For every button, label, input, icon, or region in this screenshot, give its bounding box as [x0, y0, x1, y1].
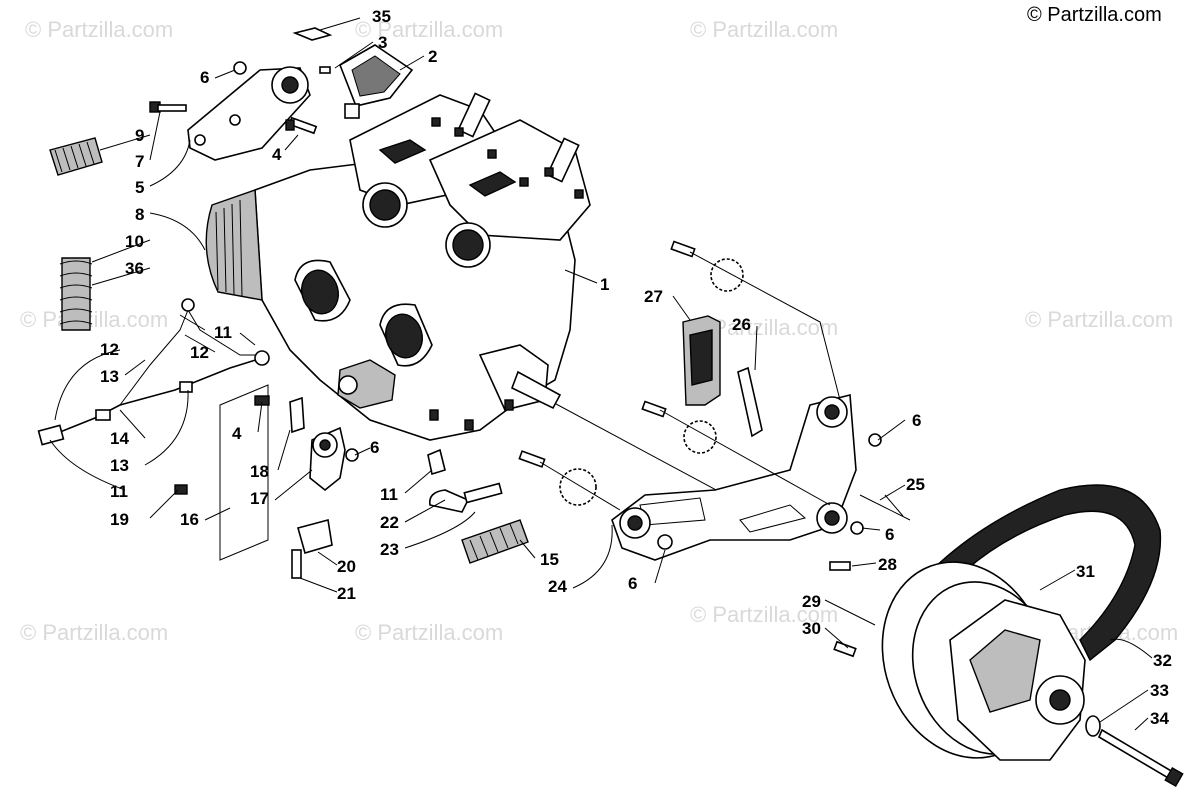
callout-17: 17: [250, 489, 269, 508]
pad-27: [682, 315, 721, 406]
leader-lines: [49, 17, 1153, 731]
watermark: © Partzilla.com: [20, 620, 168, 645]
callout-11: 11: [110, 482, 128, 501]
spring-9: [49, 137, 103, 176]
strap-26: [737, 366, 763, 438]
spring-15: [461, 519, 529, 564]
watermark: © Partzilla.com: [355, 17, 503, 42]
callout-31: 31: [1076, 562, 1095, 581]
callout-13: 13: [110, 456, 129, 475]
callout-28: 28: [878, 555, 897, 574]
bracket-bolts: [518, 240, 857, 658]
bolt-4-top: [285, 116, 318, 135]
callout-11: 11: [380, 485, 398, 504]
callout-32: 32: [1153, 651, 1172, 670]
callout-2: 2: [428, 47, 437, 66]
callout-12: 12: [100, 340, 119, 359]
callout-11: 11: [214, 323, 232, 342]
callout-6: 6: [200, 68, 209, 87]
watermark: © Partzilla.com: [690, 602, 838, 627]
callout-13: 13: [100, 367, 119, 386]
callout-27: 27: [644, 287, 663, 306]
watermark: © Partzilla.com: [690, 17, 838, 42]
lower-left-mount: [174, 384, 359, 579]
callout-16: 16: [180, 510, 199, 529]
item-3: [319, 66, 331, 74]
bracket-22-23: [427, 448, 503, 513]
callout-6: 6: [370, 438, 379, 457]
nut-6-top: [233, 61, 247, 75]
bolt-7: [149, 101, 187, 113]
callout-25: 25: [906, 475, 925, 494]
callout-6: 6: [628, 574, 637, 593]
drive-clutch: [881, 484, 1184, 788]
callout-24: 24: [548, 577, 567, 596]
callout-5: 5: [135, 178, 144, 197]
callout-10: 10: [125, 232, 144, 251]
watermark: © Partzilla.com: [25, 17, 173, 42]
intake-plenum: [339, 44, 414, 119]
watermark: © Partzilla.com: [20, 307, 168, 332]
callout-30: 30: [802, 619, 821, 638]
callout-22: 22: [380, 513, 399, 532]
clip-35: [292, 27, 333, 41]
callout-19: 19: [110, 510, 129, 529]
engine-assembly: [205, 92, 801, 536]
callout-15: 15: [540, 550, 559, 569]
callout-4: 4: [272, 145, 282, 164]
clutch-bracket: [611, 393, 882, 561]
hose-clamps-10-36: [59, 257, 93, 331]
callout-36: 36: [125, 259, 144, 278]
callout-12: 12: [190, 343, 209, 362]
callout-18: 18: [250, 462, 269, 481]
callout-34: 34: [1150, 709, 1169, 728]
callout-1: 1: [600, 275, 609, 294]
callout-6: 6: [885, 525, 894, 544]
callout-6: 6: [912, 411, 921, 430]
callout-35: 35: [372, 7, 391, 26]
copyright-notice: © Partzilla.com: [1027, 4, 1162, 26]
callout-9: 9: [135, 126, 144, 145]
callout-8: 8: [135, 205, 144, 224]
watermark: © Partzilla.com: [355, 620, 503, 645]
star-washers: [559, 258, 744, 506]
callout-26: 26: [732, 315, 751, 334]
callout-33: 33: [1150, 681, 1169, 700]
callout-29: 29: [802, 592, 821, 611]
callout-21: 21: [337, 584, 356, 603]
callout-7: 7: [135, 152, 144, 171]
callout-20: 20: [337, 557, 356, 576]
watermark: © Partzilla.com: [1025, 307, 1173, 332]
callout-14: 14: [110, 429, 129, 448]
callout-3: 3: [378, 33, 387, 52]
callout-labels: 35 3 2 6 4 9 7 5 8 10 36 1 11 12 12 13 1…: [100, 7, 1172, 728]
callout-23: 23: [380, 540, 399, 559]
callout-4: 4: [232, 424, 242, 443]
watermarks: © Partzilla.com © Partzilla.com © Partzi…: [20, 17, 1178, 645]
